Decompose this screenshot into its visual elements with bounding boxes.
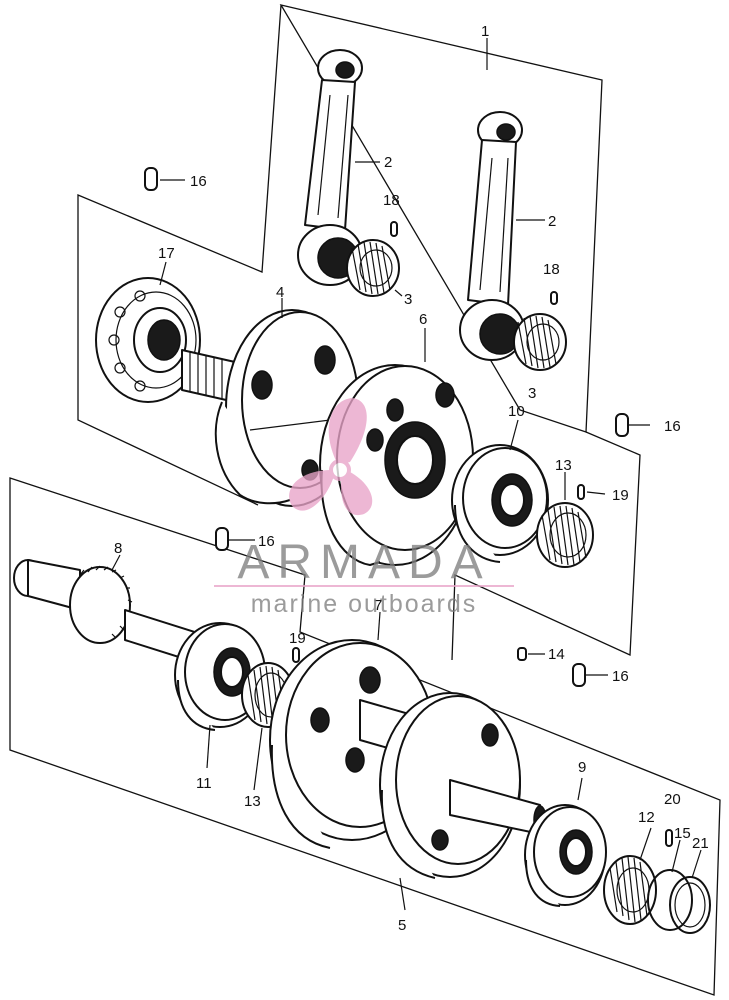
connecting-rod-left [297,49,363,286]
callout-18b: 18 [543,261,560,278]
watermark-tagline: marine outboards [251,590,478,618]
ball-bearing-17 [95,277,201,403]
callout-16b: 16 [664,418,681,435]
propeller-logo-icon [289,398,373,516]
propeller-blade-top [328,398,367,465]
callout-20: 20 [664,791,681,808]
callout-10: 10 [508,403,525,420]
callout-9: 9 [578,759,586,776]
needle-bearing-13-upper [536,502,594,568]
callout-13b: 13 [244,793,261,810]
ring-15 [647,869,693,931]
callout-16a: 16 [190,173,207,190]
needle-bearing-right-rod [513,313,567,371]
callout-18a: 18 [383,192,400,209]
callout-7: 7 [374,597,382,614]
flywheel-4 [181,309,359,507]
callout-17: 17 [158,245,175,262]
callout-14: 14 [548,646,565,663]
callout-12: 12 [638,809,655,826]
callout-2b: 2 [548,213,556,230]
callout-11: 11 [196,775,212,792]
watermark-brand: ARMADA [237,536,490,589]
callout-1: 1 [481,23,489,40]
flywheel-5 [379,692,547,879]
needle-bearing-left-rod [346,239,400,297]
leader-lines [111,38,702,911]
watermark-divider [214,585,514,587]
callout-5: 5 [398,917,406,934]
needle-bearing-12 [603,855,657,925]
callout-3a: 3 [404,291,412,308]
callout-2a: 2 [384,154,392,171]
callout-19b: 19 [289,630,306,647]
callout-16d: 16 [612,668,629,685]
callout-3b: 3 [528,385,536,402]
callout-4: 4 [276,284,284,301]
callout-labels: 1 2 2 3 3 4 5 6 7 8 9 10 11 12 13 13 14 … [114,23,709,934]
collar-10 [451,444,549,563]
propeller-hub [329,459,351,481]
callout-8: 8 [114,540,122,557]
collar-9 [524,804,607,907]
propeller-blade-right [340,470,373,516]
armada-watermark: ARMADA marine outboards [214,398,514,618]
pins [144,167,673,847]
callout-16c: 16 [258,533,275,550]
circlip-21 [669,876,711,934]
callout-19a: 19 [612,487,629,504]
callout-6: 6 [419,311,427,328]
assembly-frames [9,4,721,996]
callout-13a: 13 [555,457,572,474]
callout-15: 15 [674,825,691,842]
collar-11 [174,622,266,731]
callout-21: 21 [692,835,709,852]
propeller-blade-left [289,470,334,511]
connecting-rod-right [459,111,525,361]
